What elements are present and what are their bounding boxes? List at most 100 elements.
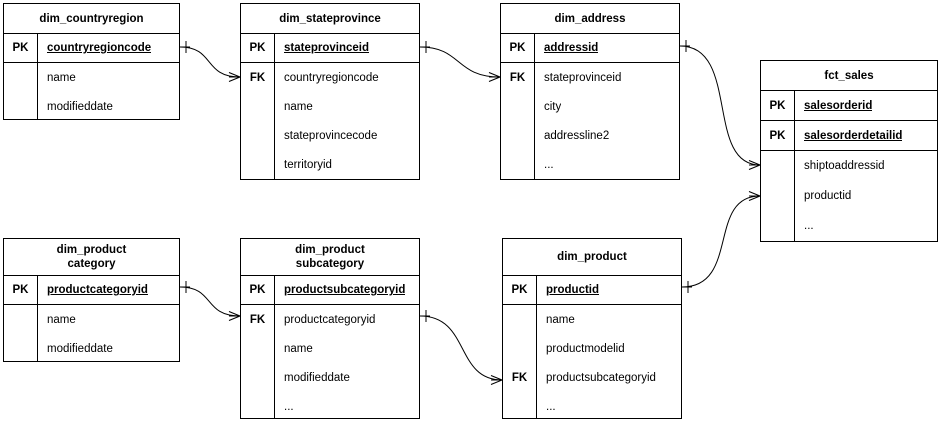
attribute-row[interactable]: shiptoaddressid xyxy=(761,151,937,181)
attribute-row[interactable]: modifieddate xyxy=(4,334,179,363)
attribute-row[interactable]: territoryid xyxy=(241,150,419,179)
relationship-rel-productcategory-subcategory[interactable] xyxy=(179,281,241,321)
attribute-name: ... xyxy=(544,158,554,171)
foreign-key-badge: FK xyxy=(249,71,266,84)
attribute-name: addressid xyxy=(544,42,599,54)
primary-key-badge: PK xyxy=(12,284,29,296)
attribute-name: countryregioncode xyxy=(47,42,152,54)
primary-key-badge: PK xyxy=(249,42,266,54)
attribute-name: ... xyxy=(546,400,556,413)
attribute-row[interactable]: productid xyxy=(761,181,937,211)
attribute-row[interactable]: name xyxy=(241,334,419,363)
attribute-name: productid xyxy=(546,284,600,296)
relationship-rel-product-fctsales[interactable] xyxy=(681,191,761,294)
entity-title-line: subcategory xyxy=(295,258,365,270)
attribute-row[interactable]: ... xyxy=(241,392,419,421)
cardinality-many-marker xyxy=(748,160,761,170)
cardinality-many-marker xyxy=(748,191,761,201)
relationship-rel-countryregion-stateprovince[interactable] xyxy=(179,41,241,82)
relationship-line xyxy=(681,195,761,288)
entity-title-line: dim_stateprovince xyxy=(279,12,381,25)
foreign-key-badge: FK xyxy=(511,371,528,384)
relationship-line xyxy=(419,46,501,78)
attribute-row[interactable]: ... xyxy=(503,392,681,421)
attribute-row[interactable]: PK productid xyxy=(503,276,681,305)
relationship-line xyxy=(419,315,503,381)
relationship-rel-stateprovince-address[interactable] xyxy=(419,41,501,82)
attribute-row[interactable]: name xyxy=(241,92,419,121)
attribute-row[interactable]: stateprovincecode xyxy=(241,121,419,150)
primary-key-badge: PK xyxy=(511,284,528,296)
attribute-row[interactable]: addressline2 xyxy=(501,121,679,150)
attribute-name: modifieddate xyxy=(47,342,113,355)
primary-key-badge: PK xyxy=(12,42,29,54)
attribute-row[interactable]: PK countryregioncode xyxy=(4,34,179,63)
attribute-name: productsubcategoryid xyxy=(546,371,656,384)
attribute-name: name xyxy=(284,342,313,355)
attribute-row[interactable]: productmodelid xyxy=(503,334,681,363)
key-column-divider xyxy=(4,34,38,119)
relationship-line xyxy=(179,286,241,317)
key-column-divider xyxy=(4,276,38,361)
entity-title-line: dim_address xyxy=(554,12,626,25)
primary-key-badge: PK xyxy=(769,99,786,112)
attribute-name: modifieddate xyxy=(47,100,113,113)
relationship-rel-address-fctsales[interactable] xyxy=(679,40,761,170)
attribute-name: name xyxy=(546,313,575,326)
attribute-row[interactable]: name xyxy=(4,63,179,92)
attribute-row[interactable]: PK salesorderid xyxy=(761,91,937,121)
attribute-name: stateprovinceid xyxy=(284,42,369,54)
attribute-row[interactable]: ... xyxy=(761,211,937,241)
attribute-row[interactable]: modifieddate xyxy=(4,92,179,121)
attribute-name: modifieddate xyxy=(284,371,350,384)
attribute-row[interactable]: modifieddate xyxy=(241,363,419,392)
attribute-name: productcategoryid xyxy=(47,284,148,296)
attribute-name: territoryid xyxy=(284,158,332,171)
attribute-name: countryregioncode xyxy=(284,71,379,84)
entity-title-line: category xyxy=(67,258,116,270)
key-column-divider xyxy=(761,91,795,241)
entity-title-dim_stateprovince: dim_stateprovince xyxy=(241,4,419,34)
relationship-rel-subcategory-product[interactable] xyxy=(419,310,503,385)
attribute-name: stateprovincecode xyxy=(284,129,378,142)
attribute-row[interactable]: name xyxy=(4,305,179,334)
entity-title-line: dim_product xyxy=(295,244,365,256)
attribute-name: name xyxy=(284,100,313,113)
primary-key-badge: PK xyxy=(249,284,266,296)
entity-title-line: dim_countryregion xyxy=(39,12,144,25)
attribute-row[interactable]: FK productsubcategoryid xyxy=(503,363,681,392)
entity-title-line: dim_product xyxy=(56,244,127,256)
primary-key-badge: PK xyxy=(509,42,526,54)
attribute-name: stateprovinceid xyxy=(544,71,622,84)
attribute-name: name xyxy=(47,71,76,84)
relationship-line xyxy=(179,46,241,78)
entity-title-dim_product: dim_product xyxy=(503,239,681,276)
attribute-row[interactable]: name xyxy=(503,305,681,334)
attribute-row[interactable]: FK countryregioncode xyxy=(241,63,419,92)
entity-title-dim_productcategory: dim_product category xyxy=(4,239,179,276)
attribute-row[interactable]: PK addressid xyxy=(501,34,679,63)
attribute-row[interactable]: PK stateprovinceid xyxy=(241,34,419,63)
attribute-row[interactable]: city xyxy=(501,92,679,121)
entity-title-line: fct_sales xyxy=(824,69,874,82)
primary-key-badge: PK xyxy=(769,129,786,142)
attribute-row[interactable]: ... xyxy=(501,150,679,179)
relationship-line xyxy=(679,45,761,166)
entity-title-dim_productsubcategory: dim_product subcategory xyxy=(241,239,419,276)
attribute-row[interactable]: PK productcategoryid xyxy=(4,276,179,305)
cardinality-many-marker xyxy=(490,375,503,385)
attribute-name: salesorderid xyxy=(804,99,873,112)
entity-title-dim_countryregion: dim_countryregion xyxy=(4,4,179,34)
